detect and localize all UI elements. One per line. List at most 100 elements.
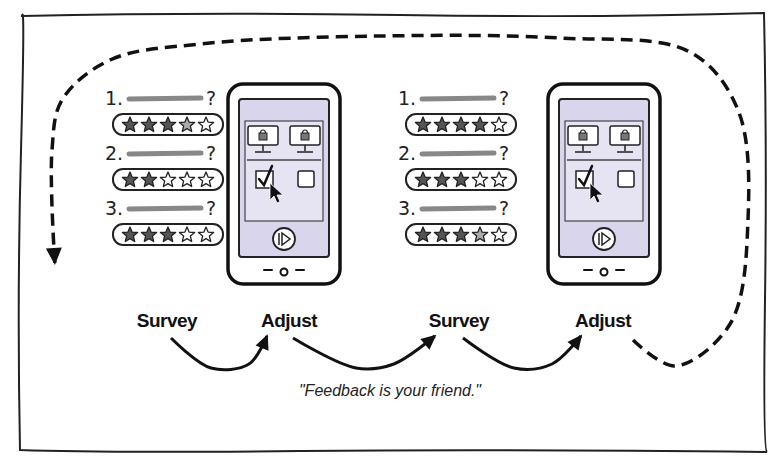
loop-arrow <box>51 35 748 366</box>
question-line <box>129 208 201 209</box>
rating-star <box>179 172 194 187</box>
play-icon <box>599 233 610 245</box>
question-mark: ? <box>206 199 216 218</box>
play-icon <box>279 233 290 245</box>
lock-icon <box>259 133 267 140</box>
rating-star <box>434 227 449 242</box>
survey-form <box>113 98 223 245</box>
phone-body <box>228 84 340 284</box>
phone-keys <box>264 269 304 271</box>
question-line <box>129 98 201 99</box>
rating-star <box>122 117 137 132</box>
rating-star <box>434 172 449 187</box>
monitor-stand <box>255 145 271 152</box>
rating-star <box>160 227 175 242</box>
rating-pill <box>406 169 516 190</box>
rating-star <box>491 117 506 132</box>
rating-star <box>198 227 213 242</box>
divider <box>247 159 321 161</box>
phone-body <box>548 84 660 284</box>
monitor-icon <box>290 126 320 145</box>
flow-arrow <box>171 336 267 370</box>
question-mark: ? <box>499 89 509 108</box>
phone <box>548 84 660 284</box>
lock-icon <box>301 133 309 140</box>
step-label: Adjust <box>571 308 635 334</box>
settings-panel <box>565 121 643 221</box>
question-line <box>422 153 494 154</box>
question-line <box>129 153 201 154</box>
phone-screen <box>559 99 649 257</box>
rating-star <box>415 117 430 132</box>
rating-star <box>122 227 137 242</box>
step-label: Survey <box>425 308 493 334</box>
mouse-cursor <box>590 183 603 203</box>
phone-keys <box>584 269 624 271</box>
monitor-icon <box>248 126 278 145</box>
rating-star <box>472 117 487 132</box>
rating-star <box>160 172 175 187</box>
rating-star <box>179 117 194 132</box>
question-number: 2. <box>398 144 416 163</box>
rating-pill <box>406 224 516 245</box>
play-button <box>273 228 295 250</box>
step-name: Adjust <box>261 310 317 332</box>
home-button <box>281 269 288 276</box>
rating-star <box>122 172 137 187</box>
monitor-stand <box>297 145 313 152</box>
check-mark <box>259 166 272 185</box>
rating-star <box>415 227 430 242</box>
step-label: Survey <box>133 308 201 334</box>
rating-pill <box>113 224 223 245</box>
rating-star <box>160 117 175 132</box>
checkbox-empty <box>618 171 634 187</box>
question-number: 1. <box>105 89 123 108</box>
caption: "Feedback is your friend." <box>299 382 481 400</box>
flow-arrow <box>463 336 581 369</box>
rating-star <box>453 172 468 187</box>
home-button <box>601 269 608 276</box>
lock-shackle <box>581 130 586 133</box>
phone <box>228 84 340 284</box>
rating-star <box>179 227 194 242</box>
mouse-cursor <box>270 183 283 203</box>
rating-pill <box>113 169 223 190</box>
monitor-icon <box>568 126 598 145</box>
rating-star <box>491 227 506 242</box>
question-number: 3. <box>105 199 123 218</box>
question-mark: ? <box>206 144 216 163</box>
monitor-icon <box>610 126 640 145</box>
play-button <box>593 228 615 250</box>
divider <box>567 159 641 161</box>
flow-arrow <box>293 336 435 369</box>
rating-star <box>453 227 468 242</box>
question-number: 3. <box>398 199 416 218</box>
rating-star <box>141 172 156 187</box>
lock-shackle <box>623 130 628 133</box>
question-mark: ? <box>206 89 216 108</box>
rating-star <box>141 117 156 132</box>
rating-star <box>198 172 213 187</box>
settings-panel <box>245 121 323 221</box>
lock-icon <box>579 133 587 140</box>
lock-shackle <box>303 130 308 133</box>
rating-star <box>453 117 468 132</box>
question-mark: ? <box>499 144 509 163</box>
rating-pill <box>113 114 223 135</box>
rating-star <box>198 117 213 132</box>
question-line <box>422 208 494 209</box>
rating-star <box>434 117 449 132</box>
rating-star <box>472 172 487 187</box>
phone-screen <box>239 99 329 257</box>
rating-star <box>141 227 156 242</box>
checkbox-empty <box>298 171 314 187</box>
check-mark <box>579 166 592 185</box>
question-number: 2. <box>105 144 123 163</box>
rating-pill <box>406 114 516 135</box>
survey-form <box>406 98 516 245</box>
rating-star <box>472 227 487 242</box>
question-mark: ? <box>499 199 509 218</box>
monitor-stand <box>575 145 591 152</box>
question-number: 1. <box>398 89 416 108</box>
